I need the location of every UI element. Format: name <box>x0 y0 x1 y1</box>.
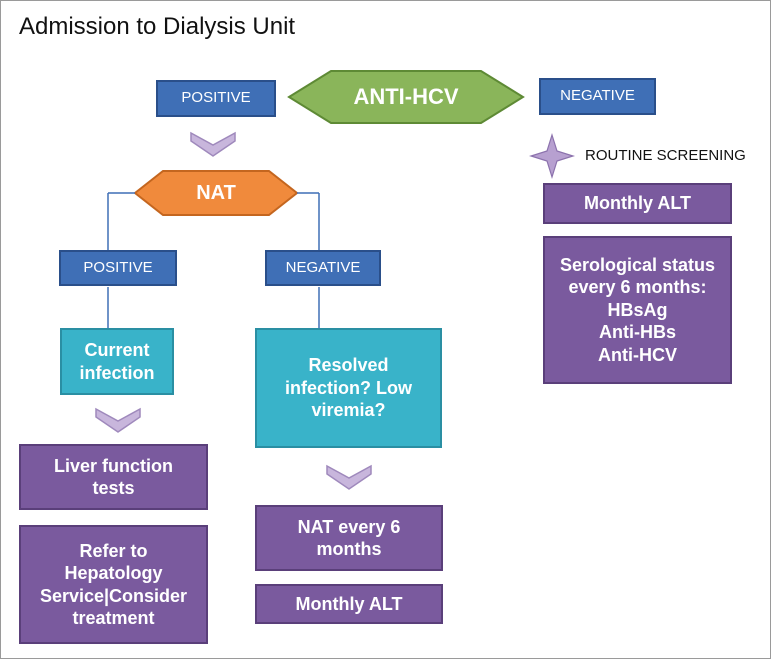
chevron-down-icon <box>95 407 141 433</box>
resolved-infection-box: Resolved infection? Low viremia? <box>255 328 442 448</box>
nat-positive-box: POSITIVE <box>59 250 177 286</box>
serological-anti-hbs: Anti-HBs <box>599 322 676 343</box>
liver-function-box: Liver function tests <box>19 444 208 510</box>
monthly-alt-left-box: Monthly ALT <box>255 584 443 624</box>
serological-anti-hcv: Anti-HCV <box>598 344 677 365</box>
diagram-title: Admission to Dialysis Unit <box>19 13 296 40</box>
anti-hcv-label: ANTI-HCV <box>353 84 459 109</box>
top-positive-box: POSITIVE <box>156 80 276 117</box>
nat-every-6-box: NAT every 6 months <box>255 505 443 571</box>
top-negative-box: NEGATIVE <box>539 78 656 115</box>
current-infection-box: Current infection <box>60 328 174 395</box>
serological-status-box: Serological status every 6 months: HBsAg… <box>543 236 732 384</box>
monthly-alt-right-box: Monthly ALT <box>543 183 732 224</box>
serological-status-heading: Serological status every 6 months: <box>559 254 716 298</box>
refer-hepatology-box: Refer to Hepatology Service|Consider tre… <box>19 525 208 644</box>
chevron-down-icon <box>190 131 236 157</box>
serological-hbsag: HBsAg <box>607 299 668 320</box>
anti-hcv-hexagon <box>287 70 525 124</box>
nat-label: NAT <box>196 181 236 204</box>
nat-negative-box: NEGATIVE <box>265 250 381 286</box>
four-point-star-icon <box>528 132 576 180</box>
chevron-down-icon <box>326 464 372 490</box>
routine-screening-label: ROUTINE SCREENING <box>585 147 746 164</box>
